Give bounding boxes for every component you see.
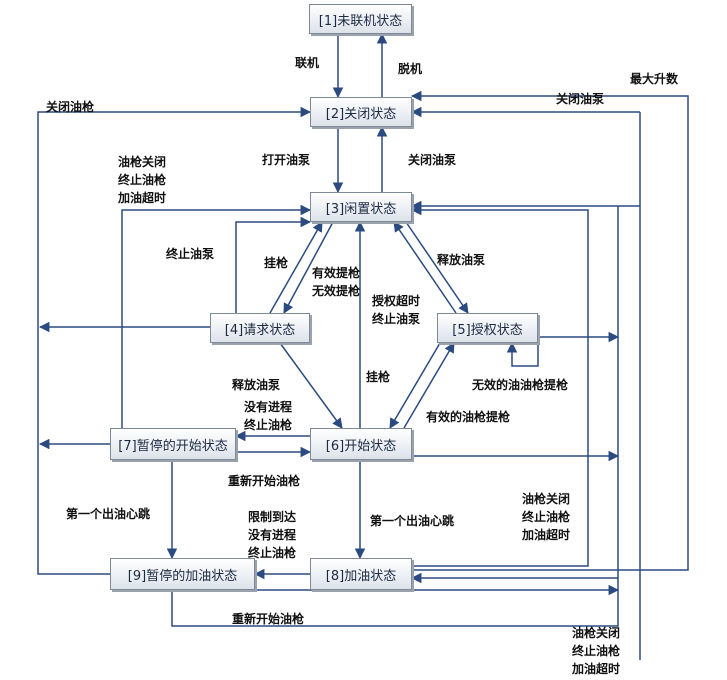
state-5-authorized: [5]授权状态 <box>437 313 538 343</box>
label-nozzle-closed-group-left: 油枪关闭 终止油枪 加油超时 <box>118 155 167 205</box>
label-no-process-group-top: 没有进程 终止油枪 <box>244 400 293 432</box>
state-9-paused-fueling: [9]暂停的加油状态 <box>110 558 255 590</box>
label-first-flow-right: 第一个出油心跳 <box>370 514 455 528</box>
state-6-start: [6]开始状态 <box>310 428 412 460</box>
label-close-nozzle: 关闭油枪 <box>46 100 95 114</box>
label-restart-nozzle-bottom: 重新开始油枪 <box>232 612 305 626</box>
edge-4-to-3-release <box>235 216 312 313</box>
label-lianji: 联机 <box>295 56 320 70</box>
label-close-pump-mid: 关闭油泵 <box>408 153 457 167</box>
edge-8-to-2 <box>410 90 689 571</box>
edge-4-to-3 <box>269 221 323 314</box>
label-limit-group: 限制到达 没有进程 终止油枪 <box>248 510 297 560</box>
edge-6-to-5 <box>403 342 455 429</box>
edge-3-to-5 <box>405 221 469 314</box>
label-nozzle-closed-group-bottom: 油枪关闭 终止油枪 加油超时 <box>572 626 621 676</box>
label-restart-nozzle-mid: 重新开始油枪 <box>228 474 301 488</box>
label-valid-lift: 有效的油枪提枪 <box>426 410 511 424</box>
label-hang-nozzle-left: 挂枪 <box>264 256 289 270</box>
label-invalid-lift: 无效的油油枪提枪 <box>472 378 569 392</box>
label-tuoji: 脱机 <box>398 62 423 76</box>
label-nozzle-closed-group-right: 油枪关闭 终止油枪 加油超时 <box>522 492 571 542</box>
state-7-paused-start: [7]暂停的开始状态 <box>110 428 236 460</box>
edge-7-to-3 <box>121 204 312 428</box>
state-3-idle: [3]闲置状态 <box>310 192 412 222</box>
edge-9-to-8-restart <box>171 572 619 627</box>
edge-5-self <box>506 327 539 367</box>
label-terminate-pump: 终止油泵 <box>166 247 215 261</box>
label-auth-timeout-group: 授权超时 终止油泵 <box>372 294 421 326</box>
edge-3-to-4 <box>283 221 334 314</box>
edge-5-to-3 <box>393 221 457 314</box>
label-release-pump-right: 释放油泵 <box>437 253 486 267</box>
label-first-flow-left: 第一个出油心跳 <box>66 507 151 521</box>
edge-9-to-2 <box>37 106 312 575</box>
label-hang-nozzle-mid: 挂枪 <box>366 370 391 384</box>
edge-5-to-6 <box>389 342 441 429</box>
state-4-request: [4]请求状态 <box>210 313 310 343</box>
state-1-offline: [1]未联机状态 <box>309 4 412 34</box>
label-max-liters: 最大升数 <box>630 72 679 86</box>
label-close-pump-top: 关闭油泵 <box>556 92 605 106</box>
label-open-pump: 打开油泵 <box>262 153 311 167</box>
state-8-fueling: [8]加油状态 <box>310 558 412 590</box>
label-valid-lift-group: 有效提枪 无效提枪 <box>312 266 361 298</box>
state-2-closed: [2]关闭状态 <box>310 97 412 127</box>
edge-8-to-3 <box>410 204 589 567</box>
label-release-pump-left: 释放油泵 <box>232 378 281 392</box>
edge-4-to-6 <box>279 342 343 429</box>
